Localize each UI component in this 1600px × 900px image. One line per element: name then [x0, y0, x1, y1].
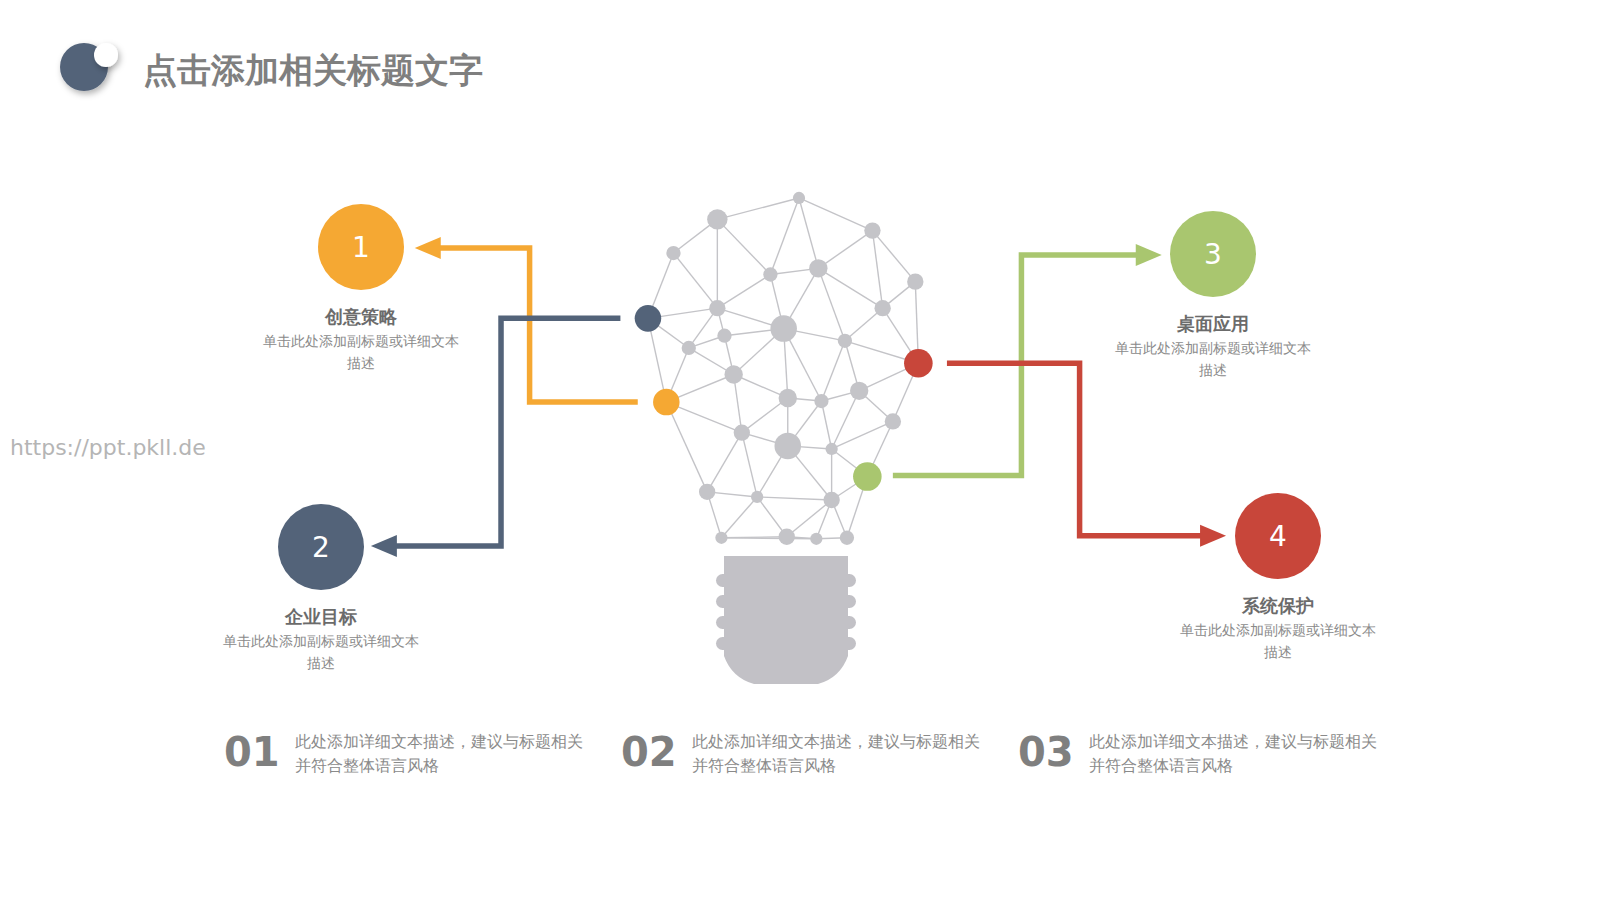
mesh-dot — [717, 329, 731, 343]
mesh-line — [821, 401, 831, 449]
callout-number: 3 — [1204, 238, 1222, 271]
node-body: 单击此处添加副标题或详细文本描述 — [261, 330, 461, 374]
node-heading: 创意策略 — [325, 306, 397, 328]
mesh-dot — [823, 492, 839, 508]
node-body: 单击此处添加副标题或详细文本描述 — [1178, 619, 1378, 663]
arrow-head — [1136, 244, 1162, 266]
mesh-dot — [763, 267, 777, 281]
mesh-dot — [850, 382, 868, 400]
title-logo — [60, 43, 118, 91]
callout-number: 1 — [352, 231, 370, 264]
topic-node: 2 企业目标单击此处添加副标题或详细文本描述 — [221, 504, 421, 674]
mesh-dot — [635, 305, 662, 332]
step-text: 此处添加详细文本描述，建议与标题相关并符合整体语言风格 — [295, 730, 585, 778]
mesh-dot — [853, 462, 882, 491]
mesh-dot — [874, 300, 890, 316]
mesh-dot — [734, 424, 750, 440]
mesh-dot — [885, 413, 901, 429]
mesh-dot — [779, 529, 795, 545]
mesh-line — [832, 391, 860, 449]
mesh-dot — [814, 394, 828, 408]
mesh-dot — [770, 315, 797, 342]
number-circle: 4 — [1235, 493, 1321, 579]
mesh-dot — [715, 532, 727, 544]
callout-number: 2 — [312, 531, 330, 564]
mesh-line — [821, 341, 844, 401]
arrow-head — [1200, 525, 1226, 547]
mesh-line — [872, 231, 882, 309]
mesh-line — [717, 274, 770, 308]
mesh-dot — [709, 300, 725, 316]
mesh-dot — [653, 389, 680, 416]
lightbulb — [635, 192, 933, 684]
arrow-line — [947, 363, 1202, 535]
step-number: 02 — [621, 730, 677, 774]
mesh-dot — [809, 259, 827, 277]
mesh-dot — [840, 531, 854, 545]
arrows — [371, 237, 1226, 557]
mesh-line — [707, 433, 742, 492]
mesh-dot — [864, 222, 880, 238]
callout-number: 4 — [1269, 520, 1287, 553]
mesh-line — [721, 497, 757, 538]
mesh-dot — [793, 192, 805, 204]
mesh-dot — [724, 365, 742, 383]
mesh-line — [717, 219, 718, 308]
step-text: 此处添加详细文本描述，建议与标题相关并符合整体语言风格 — [1089, 730, 1379, 778]
node-heading: 企业目标 — [285, 606, 357, 628]
step-text: 此处添加详细文本描述，建议与标题相关并符合整体语言风格 — [692, 730, 982, 778]
bulb-thread — [716, 637, 856, 650]
arrow-line — [395, 318, 621, 546]
arrow-head — [371, 535, 397, 557]
mesh-line — [832, 421, 893, 449]
mesh-line — [770, 198, 799, 275]
step-number: 01 — [224, 730, 280, 774]
mesh-dot — [904, 349, 933, 378]
mesh-line — [799, 198, 872, 231]
mesh-dot — [779, 389, 797, 407]
mesh-line — [818, 268, 882, 308]
node-body: 单击此处添加副标题或详细文本描述 — [221, 630, 421, 674]
mesh-line — [666, 402, 707, 492]
node-heading: 桌面应用 — [1177, 313, 1249, 335]
mesh-dot — [774, 433, 801, 460]
mesh-line — [818, 268, 845, 340]
step-number: 03 — [1018, 730, 1074, 774]
watermark: https://ppt.pkll.de — [10, 435, 206, 460]
mesh-dot — [682, 341, 696, 355]
mesh-line — [717, 219, 770, 274]
mesh-dot — [810, 533, 822, 545]
mesh-line — [872, 231, 915, 282]
mesh-dot — [838, 334, 852, 348]
mesh-line — [717, 198, 799, 219]
arrow-line — [439, 248, 638, 402]
number-circle: 1 — [318, 204, 404, 290]
topic-node: 3 桌面应用单击此处添加副标题或详细文本描述 — [1113, 211, 1313, 381]
node-heading: 系统保护 — [1242, 595, 1314, 617]
topic-node: 4 系统保护单击此处添加副标题或详细文本描述 — [1178, 493, 1378, 663]
bulb-thread — [716, 616, 856, 629]
mesh-line — [742, 433, 757, 497]
topic-node: 1 创意策略单击此处添加副标题或详细文本描述 — [261, 204, 461, 374]
node-body: 单击此处添加副标题或详细文本描述 — [1113, 337, 1313, 381]
mesh-dot — [699, 484, 715, 500]
mesh-line — [673, 253, 717, 308]
number-circle: 3 — [1170, 211, 1256, 297]
mesh-dot — [751, 491, 763, 503]
mesh-dot — [707, 209, 727, 229]
mesh-dot — [826, 443, 838, 455]
mesh-line — [799, 198, 818, 268]
number-circle: 2 — [278, 504, 364, 590]
mesh-line — [757, 497, 831, 500]
slide-title: 点击添加相关标题文字 — [143, 48, 483, 94]
mesh-line — [818, 231, 872, 269]
mesh-dot — [907, 273, 923, 289]
arrow-head — [415, 237, 441, 259]
bulb-thread — [716, 595, 856, 608]
mesh-dot — [666, 246, 680, 260]
bulb-thread — [716, 574, 856, 587]
